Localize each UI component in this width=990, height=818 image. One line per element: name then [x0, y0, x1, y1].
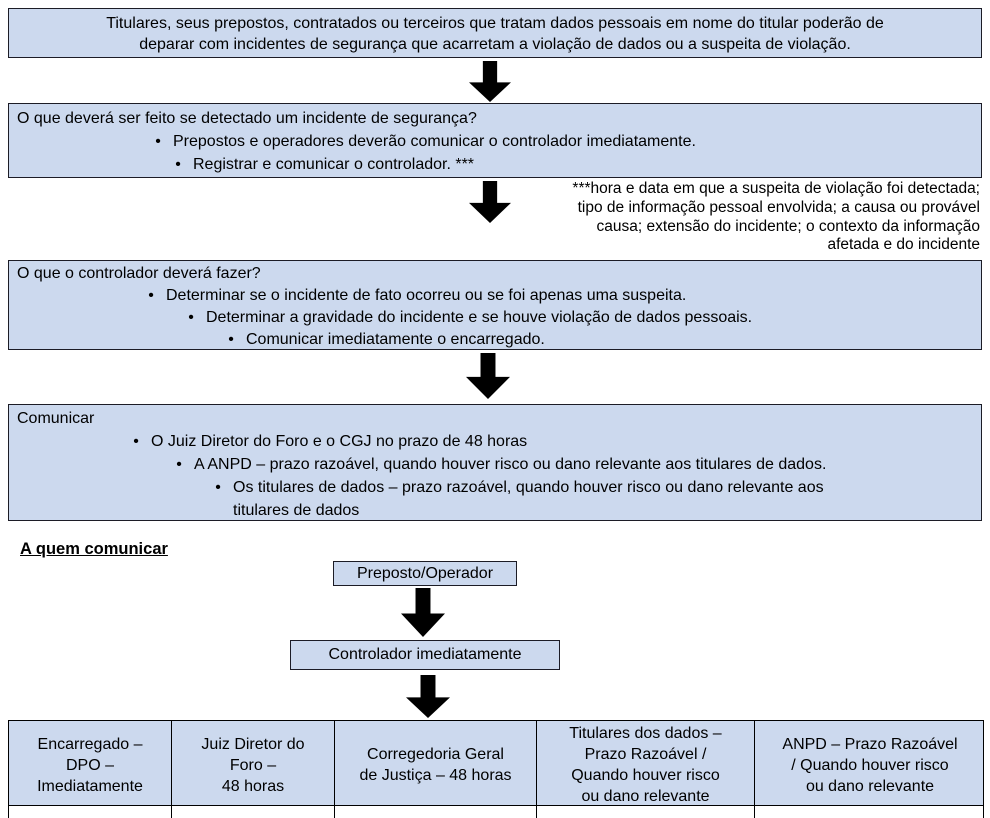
bullet-text: O Juiz Diretor do Foro e o CGJ no prazo … — [151, 433, 528, 450]
bullet-icon — [186, 307, 196, 329]
section-heading: A quem comunicar — [20, 540, 168, 558]
bullet-item: Os titulares de dados – prazo razoável, … — [213, 476, 973, 522]
bullet-item: Comunicar imediatamente o encarregado. — [226, 329, 973, 351]
table-stub-cell — [754, 806, 985, 818]
table-stub-cell — [9, 806, 171, 818]
bullet-text: Os titulares de dados – prazo razoável, … — [233, 479, 824, 519]
intro-box: Titulares, seus prepostos, contratados o… — [8, 8, 982, 58]
bullet-item: O Juiz Diretor do Foro e o CGJ no prazo … — [131, 430, 973, 453]
table-cell-encarregado: Encarregado – DPO – Imediatamente — [37, 735, 143, 795]
bullet-item: Prepostos e operadores deverão comunicar… — [153, 130, 973, 153]
communicate-box-title: Comunicar — [17, 410, 95, 427]
arrow-down-icon — [469, 61, 511, 102]
bullet-item: A ANPD – prazo razoável, quando houver r… — [174, 453, 973, 476]
preposto-box: Preposto/Operador — [333, 561, 517, 586]
bullet-item: Determinar se o incidente de fato ocorre… — [146, 285, 973, 307]
incident-box-title: O que deverá ser feito se detectado um i… — [17, 110, 477, 127]
table-cell-juiz-diretor: Juiz Diretor do Foro – 48 horas — [171, 721, 334, 809]
bullet-text: Prepostos e operadores deverão comunicar… — [173, 133, 696, 150]
bullet-text: Comunicar imediatamente o encarregado. — [246, 331, 545, 348]
incident-box: O que deverá ser feito se detectado um i… — [8, 103, 982, 178]
table-stub-cell — [536, 806, 754, 818]
footnote: ***hora e data em que a suspeita de viol… — [572, 180, 980, 254]
bullet-text: A ANPD – prazo razoável, quando houver r… — [194, 456, 827, 473]
table-cell-titulares: Titulares dos dados – Prazo Razoável / Q… — [536, 721, 754, 809]
bullet-text: Determinar se o incidente de fato ocorre… — [166, 287, 687, 304]
table-stub-cell — [334, 806, 536, 818]
table-cell-corregedoria: Corregedoria Geral de Justiça – 48 horas — [334, 721, 536, 809]
bullet-icon — [213, 476, 223, 499]
bullet-text: Registrar e comunicar o controlador. *** — [193, 156, 475, 173]
bullet-icon — [174, 453, 184, 476]
arrow-down-icon — [401, 588, 445, 637]
arrow-down-icon — [406, 675, 450, 718]
arrow-down-icon — [466, 353, 510, 399]
bullet-icon — [146, 285, 156, 307]
bullet-icon — [226, 329, 236, 351]
bullet-icon — [153, 130, 163, 153]
bullet-text: Determinar a gravidade do incidente e se… — [206, 309, 753, 326]
bullet-icon — [173, 153, 183, 176]
communication-table: Encarregado – DPO – Imediatamente Juiz D… — [8, 720, 985, 809]
bullet-item: Registrar e comunicar o controlador. *** — [173, 153, 973, 176]
communicate-box: Comunicar O Juiz Diretor do Foro e o CGJ… — [8, 404, 982, 521]
controlador-box: Controlador imediatamente — [290, 640, 560, 670]
table-row-stub — [8, 806, 984, 818]
bullet-icon — [131, 430, 141, 453]
controller-box-title: O que o controlador deverá fazer? — [17, 265, 261, 282]
controller-box: O que o controlador deverá fazer? Determ… — [8, 260, 982, 350]
table-stub-cell — [171, 806, 334, 818]
table-cell-anpd: ANPD – Prazo Razoável / Quando houver ri… — [754, 721, 985, 809]
bullet-item: Determinar a gravidade do incidente e se… — [186, 307, 973, 329]
